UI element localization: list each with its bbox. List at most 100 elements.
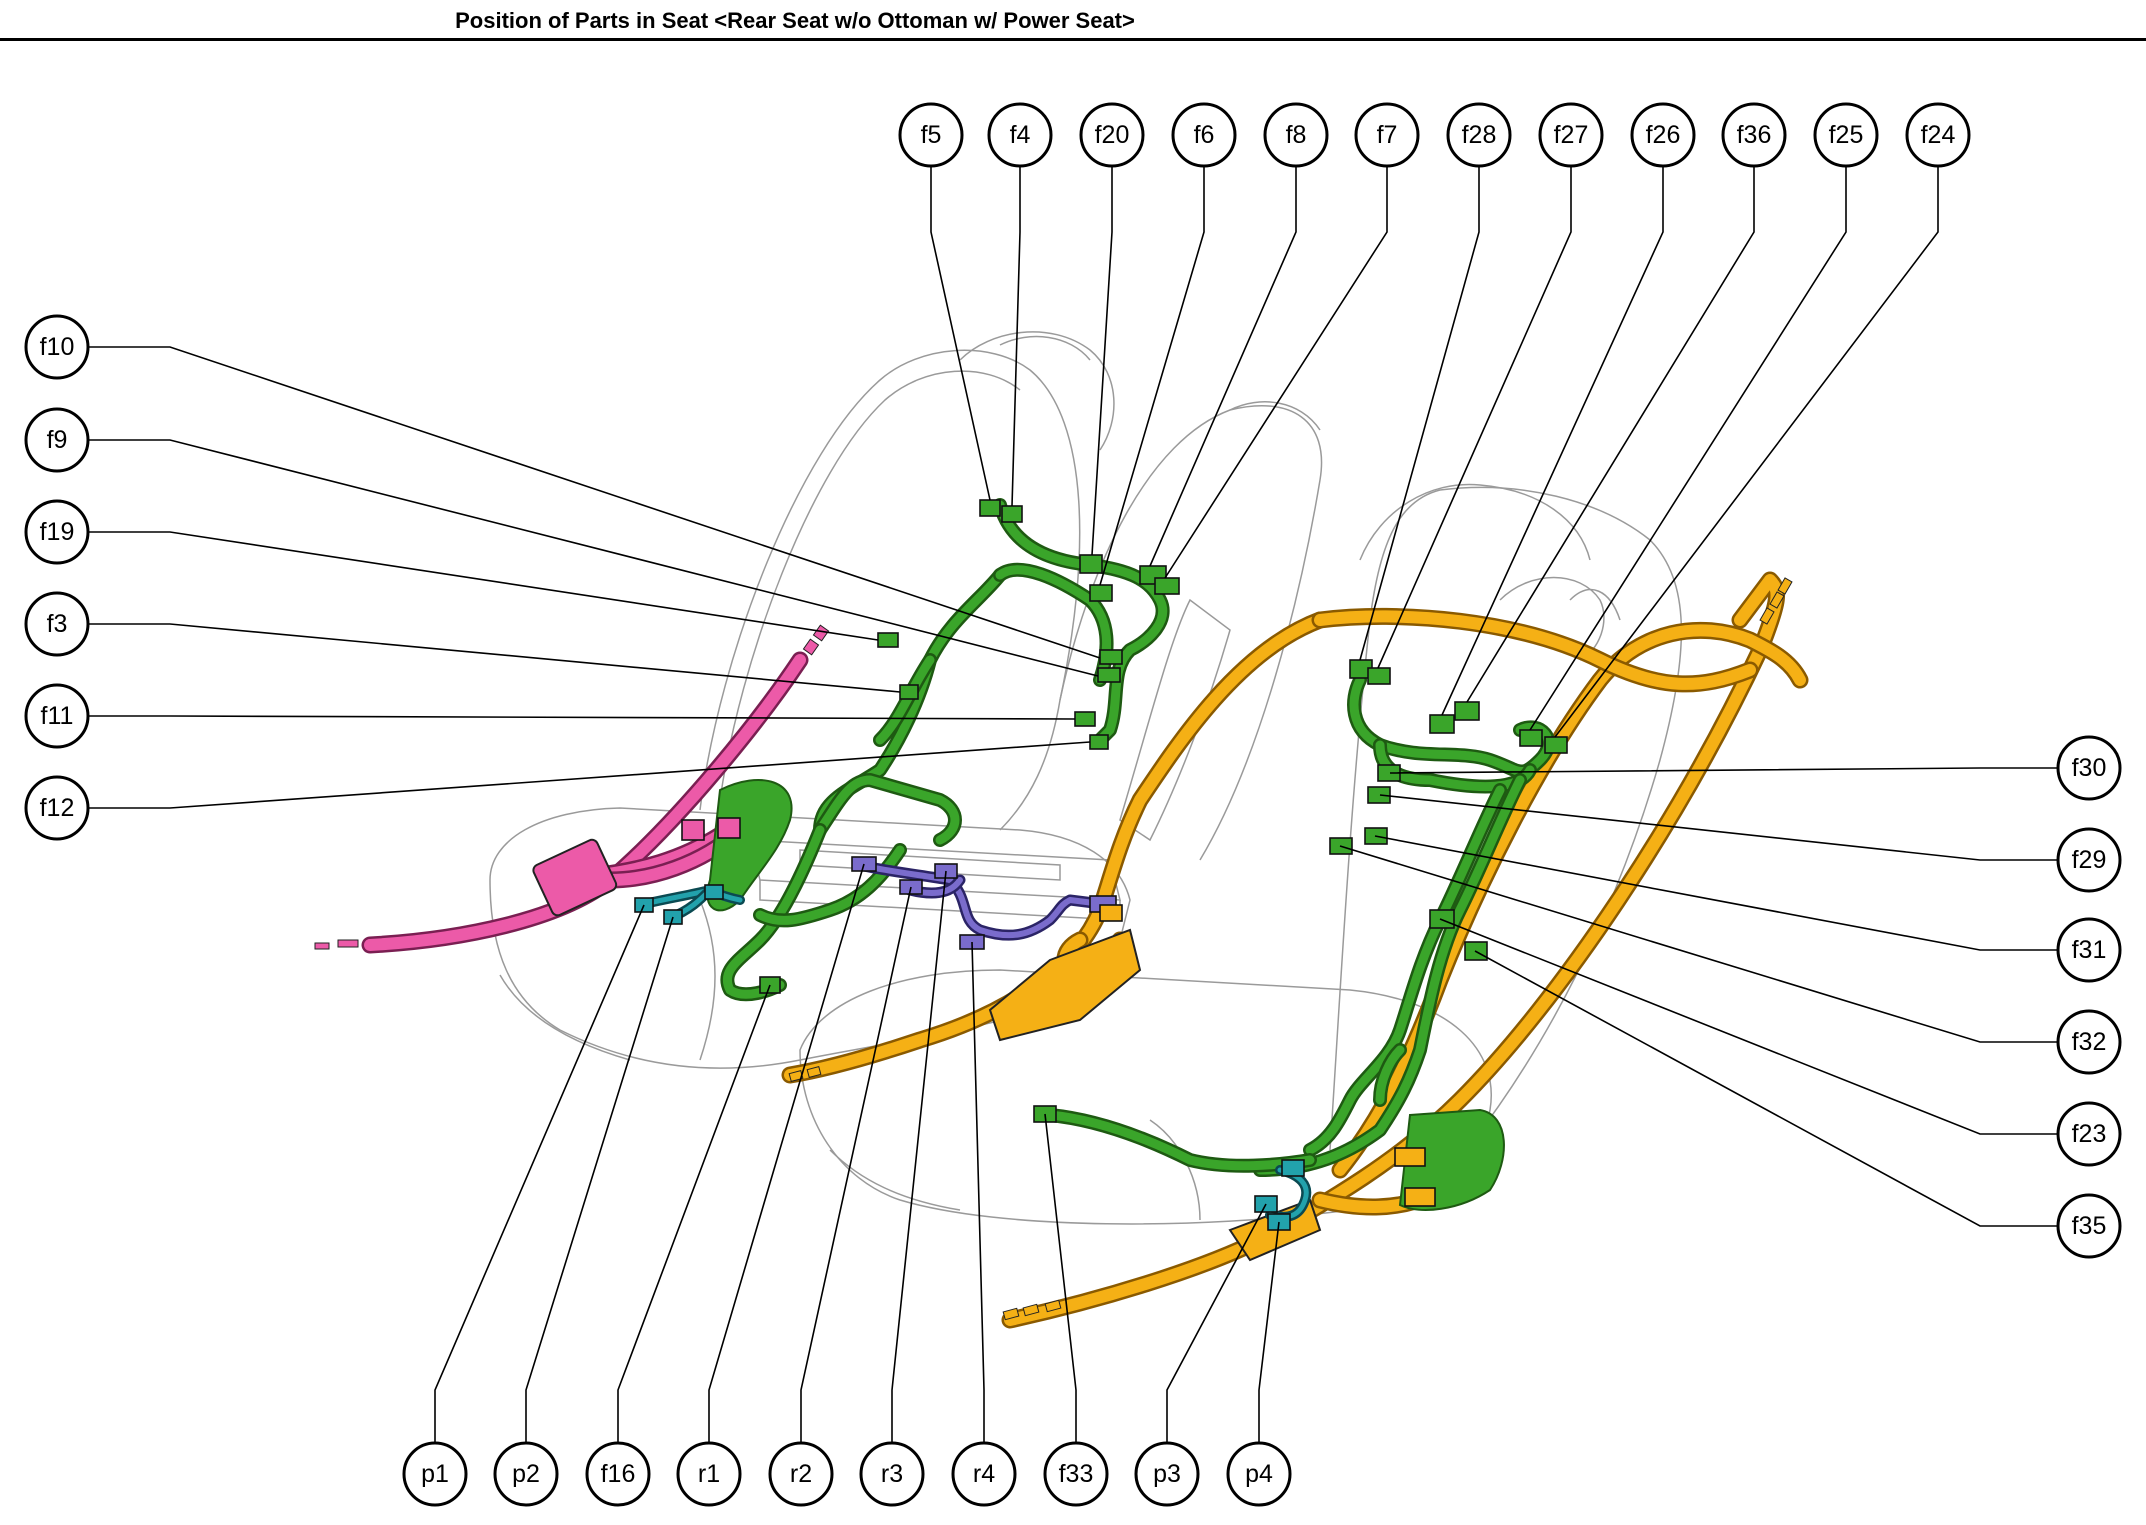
callouts-left: f10 f9 f19 f3 f11 f12 xyxy=(24,314,90,841)
callout-f12: f12 xyxy=(24,775,90,841)
callout-r3: r3 xyxy=(859,1441,925,1507)
callout-f28: f28 xyxy=(1446,102,1512,168)
callout-f23: f23 xyxy=(2056,1101,2122,1167)
callout-f5: f5 xyxy=(898,102,964,168)
callout-f35: f35 xyxy=(2056,1193,2122,1259)
pink-junction-block xyxy=(532,838,618,917)
callouts-right: f30 f29 f31 f32 f23 f35 xyxy=(2056,735,2122,1259)
svg-text:f35: f35 xyxy=(2072,1212,2107,1240)
connector-f27 xyxy=(1367,667,1391,685)
callout-f19: f19 xyxy=(24,499,90,565)
connector-f12 xyxy=(1089,734,1109,750)
orange-dashed-ends xyxy=(788,577,1793,1321)
callout-f26: f26 xyxy=(1630,102,1696,168)
connector-f11 xyxy=(1074,711,1096,727)
svg-text:f16: f16 xyxy=(601,1460,636,1488)
callout-f11: f11 xyxy=(24,683,90,749)
svg-text:f12: f12 xyxy=(40,794,75,822)
svg-text:f19: f19 xyxy=(40,518,75,546)
svg-text:f10: f10 xyxy=(40,333,75,361)
callout-f32: f32 xyxy=(2056,1009,2122,1075)
callout-p1: p1 xyxy=(402,1441,468,1507)
callout-f7: f7 xyxy=(1354,102,1420,168)
connector-f24 xyxy=(1544,736,1568,754)
callouts-bottom: p1 p2 f16 r1 r2 r3 r4 f33 p3 p4 xyxy=(402,1441,1292,1507)
callout-f10: f10 xyxy=(24,314,90,380)
connector-f6 xyxy=(1089,584,1113,602)
callout-f8: f8 xyxy=(1263,102,1329,168)
callout-f9: f9 xyxy=(24,407,90,473)
svg-text:p4: p4 xyxy=(1245,1460,1273,1488)
svg-text:f33: f33 xyxy=(1059,1460,1094,1488)
callout-f20: f20 xyxy=(1079,102,1145,168)
title-rule xyxy=(0,38,2146,41)
connector-p3b xyxy=(1281,1159,1305,1177)
svg-text:f28: f28 xyxy=(1462,121,1497,149)
seat-outline xyxy=(489,331,1683,1225)
connector-orange-2 xyxy=(1394,1147,1426,1167)
svg-text:p2: p2 xyxy=(512,1460,540,1488)
svg-text:r2: r2 xyxy=(790,1460,812,1488)
connector-f19 xyxy=(877,632,899,648)
connector-f20 xyxy=(1079,554,1103,574)
callout-p4: p4 xyxy=(1226,1441,1292,1507)
connector-f29 xyxy=(1367,786,1391,804)
connector-f36 xyxy=(1454,701,1480,721)
callout-f16: f16 xyxy=(585,1441,651,1507)
svg-text:p1: p1 xyxy=(421,1460,449,1488)
svg-text:f29: f29 xyxy=(2072,846,2107,874)
callout-f29: f29 xyxy=(2056,827,2122,893)
svg-text:f26: f26 xyxy=(1646,121,1681,149)
purple-harness xyxy=(854,859,1116,941)
diagram-title: Position of Parts in Seat <Rear Seat w/o… xyxy=(455,8,1135,33)
svg-text:p3: p3 xyxy=(1153,1460,1181,1488)
connector-f26 xyxy=(1429,714,1455,734)
callout-f4: f4 xyxy=(987,102,1053,168)
connector-f25 xyxy=(1519,729,1543,747)
callouts-top: f5 f4 f20 f6 f8 f7 f28 f27 f26 f36 f25 f… xyxy=(898,102,1971,168)
connector-f7 xyxy=(1154,577,1180,595)
connector-f4 xyxy=(1001,505,1023,523)
svg-text:r1: r1 xyxy=(698,1460,720,1488)
connector-f3 xyxy=(899,684,919,700)
callout-f36: f36 xyxy=(1721,102,1787,168)
callout-f25: f25 xyxy=(1813,102,1879,168)
callout-p2: p2 xyxy=(493,1441,559,1507)
callout-f6: f6 xyxy=(1171,102,1237,168)
svg-text:r4: r4 xyxy=(973,1460,995,1488)
svg-text:f25: f25 xyxy=(1829,121,1864,149)
callout-f31: f31 xyxy=(2056,917,2122,983)
leader-lines xyxy=(88,162,2058,1442)
callout-f24: f24 xyxy=(1905,102,1971,168)
callout-p3: p3 xyxy=(1134,1441,1200,1507)
svg-text:f8: f8 xyxy=(1286,121,1307,149)
svg-text:f31: f31 xyxy=(2072,936,2107,964)
connector-f10 xyxy=(1099,649,1123,665)
callout-f33: f33 xyxy=(1043,1441,1109,1507)
connector-pink-1 xyxy=(681,819,705,841)
svg-text:f9: f9 xyxy=(47,426,68,454)
svg-text:f32: f32 xyxy=(2072,1028,2107,1056)
pink-harness xyxy=(314,624,830,954)
svg-text:f30: f30 xyxy=(2072,754,2107,782)
svg-text:f6: f6 xyxy=(1194,121,1215,149)
callout-r2: r2 xyxy=(768,1441,834,1507)
connector-orange-3 xyxy=(1404,1187,1436,1207)
svg-text:f3: f3 xyxy=(47,610,68,638)
callout-r4: r4 xyxy=(951,1441,1017,1507)
svg-text:f7: f7 xyxy=(1377,121,1398,149)
connector-f9 xyxy=(1097,667,1121,683)
svg-text:f27: f27 xyxy=(1554,121,1589,149)
svg-text:f20: f20 xyxy=(1095,121,1130,149)
connector-p2b xyxy=(704,884,724,900)
svg-text:f11: f11 xyxy=(41,702,74,730)
svg-text:f36: f36 xyxy=(1737,121,1772,149)
svg-text:f23: f23 xyxy=(2072,1120,2107,1148)
svg-text:r3: r3 xyxy=(881,1460,903,1488)
svg-text:f4: f4 xyxy=(1010,121,1031,149)
callout-f27: f27 xyxy=(1538,102,1604,168)
connector-f5 xyxy=(979,499,1001,517)
connector-orange-1 xyxy=(1099,904,1123,922)
connector-pink-2 xyxy=(717,817,741,839)
